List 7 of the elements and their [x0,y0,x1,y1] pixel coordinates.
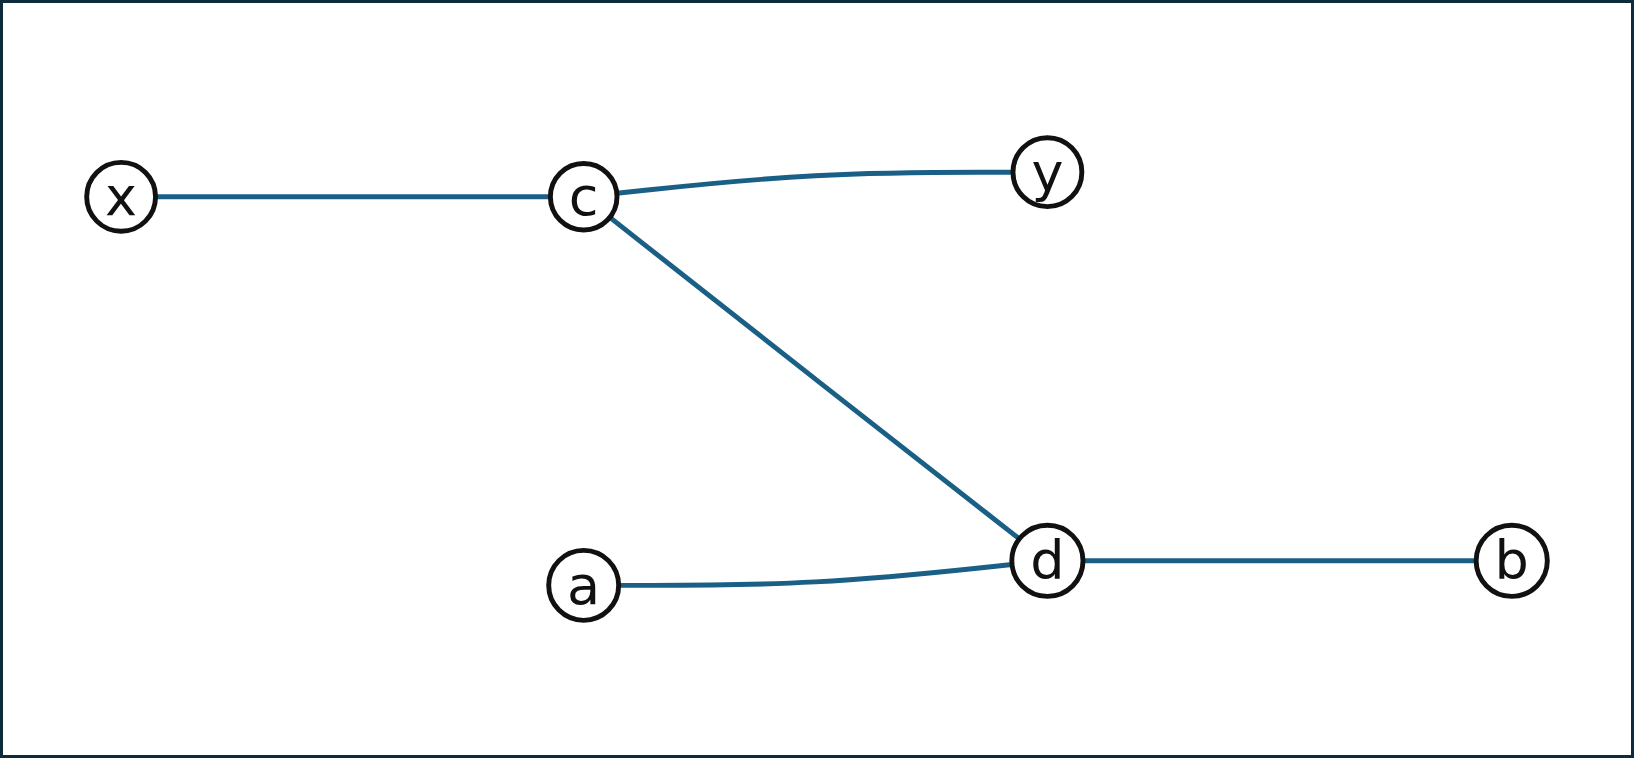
node-circle: d [1009,522,1086,600]
node-circle: a [546,548,622,624]
node-circle: y [1010,135,1085,210]
node-circle: x [84,160,158,234]
node-circle: c [547,161,620,233]
node-circle: b [1473,522,1550,600]
connector [608,215,1021,542]
